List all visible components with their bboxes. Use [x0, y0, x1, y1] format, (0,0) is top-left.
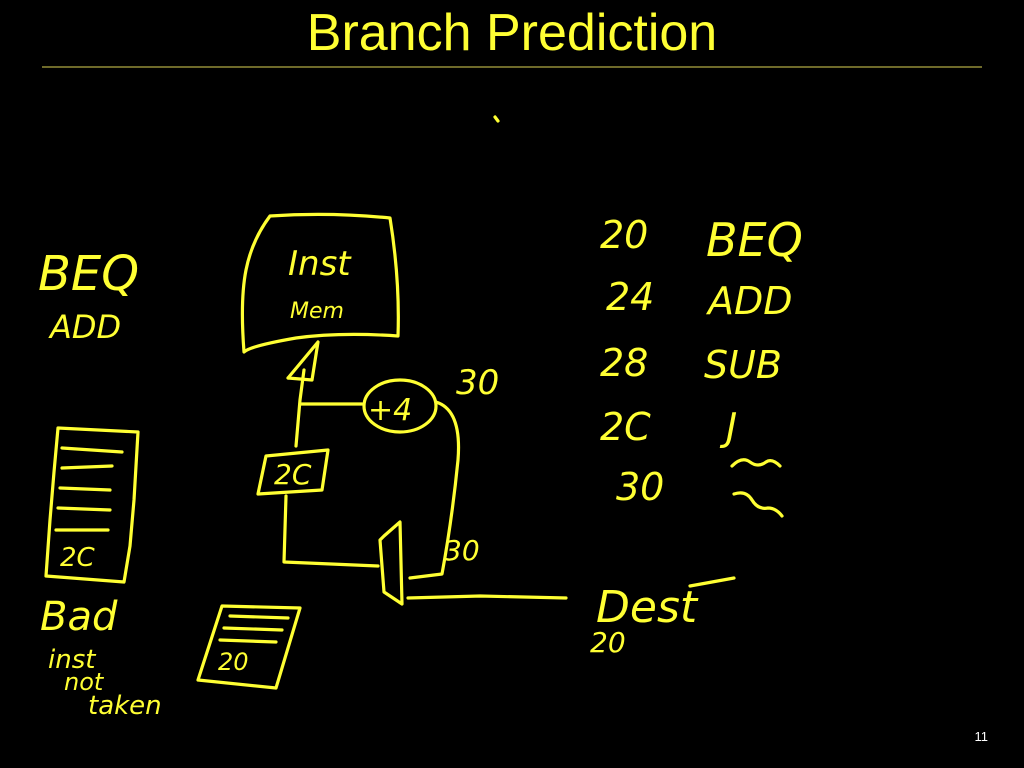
target-buffer-value: 20 — [218, 648, 249, 676]
adder-output-value: 30 — [456, 363, 499, 403]
target-buffer-outline — [196, 604, 302, 690]
slide-title: Branch Prediction — [306, 4, 718, 62]
dest-t-stroke — [688, 576, 736, 588]
dest-label: Dest — [596, 582, 699, 633]
inst-mem-outline — [240, 212, 400, 354]
pc-register-value: 2C — [274, 458, 312, 491]
inst-mem-label-2: Mem — [290, 299, 344, 324]
listing-squiggle — [730, 458, 782, 468]
listing-instruction: J — [719, 405, 737, 449]
left-instr-add: ADD — [48, 308, 121, 346]
page-number: 11 — [974, 729, 989, 744]
queue-line — [60, 446, 124, 454]
inst-mem-label-1: Inst — [288, 244, 352, 284]
stray-mark — [493, 115, 500, 123]
note-not: not — [64, 668, 105, 696]
dest-value: 20 — [590, 626, 626, 659]
note-bad: Bad — [40, 594, 118, 640]
listing-instruction: SUB — [704, 343, 782, 387]
pc-register-outline — [256, 448, 330, 496]
note-inst: inst — [48, 645, 96, 675]
pc-to-mux-wire — [282, 494, 380, 568]
listing-address: 20 — [600, 213, 648, 257]
adder-to-mux-wire — [408, 400, 461, 580]
pc-register: 2C — [256, 448, 330, 496]
mux-input-value: 30 — [444, 534, 480, 567]
mux-to-dest-wire — [406, 594, 568, 600]
buffer-line — [218, 638, 278, 644]
program-listing: 20 BEQ 24 ADD 28 SUB 2C J 30 — [600, 213, 803, 518]
pc-to-mem-arrow — [286, 340, 320, 448]
queue-entry: 2C — [60, 543, 96, 573]
listing-instruction: ADD — [705, 279, 793, 323]
queue-line — [60, 464, 114, 470]
adder-circle — [362, 378, 438, 434]
instruction-memory: Inst Mem — [240, 212, 400, 354]
listing-address: 30 — [616, 465, 664, 509]
pc-adder: +4 — [298, 378, 438, 434]
adder-label: +4 — [368, 393, 412, 428]
queue-outline — [44, 426, 140, 584]
instruction-queue: 2C — [44, 426, 140, 584]
listing-address: 2C — [600, 405, 651, 449]
listing-squiggle — [732, 491, 784, 518]
listing-address: 24 — [606, 275, 654, 319]
note-taken: taken — [88, 691, 162, 721]
buffer-line — [222, 626, 284, 632]
queue-line — [56, 506, 112, 512]
queue-line — [58, 486, 112, 492]
buffer-line — [228, 614, 290, 620]
target-buffer: 20 — [196, 604, 302, 690]
listing-instruction: BEQ — [706, 213, 803, 267]
listing-address: 28 — [600, 341, 648, 385]
mux-shape — [378, 520, 404, 606]
title-underline — [42, 66, 982, 68]
left-instr-beq: BEQ — [38, 246, 139, 302]
